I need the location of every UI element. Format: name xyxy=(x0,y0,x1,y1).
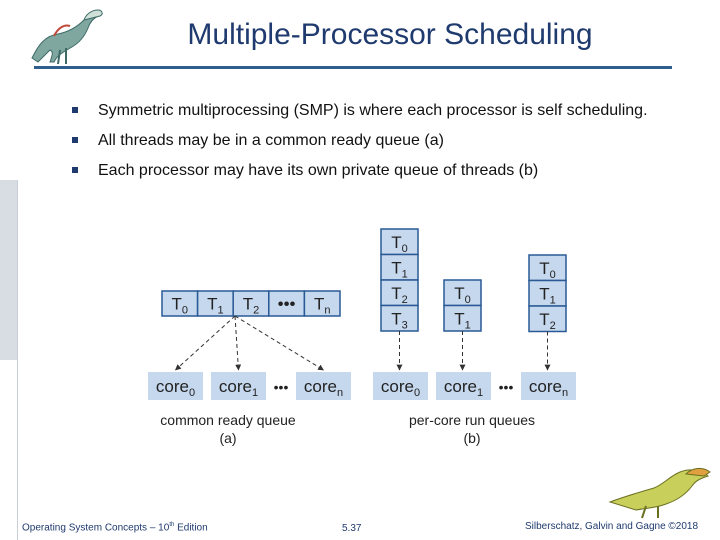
footer-course-sup: th xyxy=(169,522,175,528)
footer-course: Operating System Concepts – 10th Edition xyxy=(22,522,208,533)
run-queue-cell-label: T0 xyxy=(454,284,471,306)
dinosaur-icon xyxy=(608,467,711,519)
left-divider xyxy=(17,180,18,540)
ready-queue-cell xyxy=(268,290,306,317)
core-box-label: coren xyxy=(529,377,568,399)
dashed-arrow xyxy=(234,315,242,371)
run-queue-cell xyxy=(380,279,419,307)
core-box-label: core1 xyxy=(444,377,483,399)
square-bullet-icon xyxy=(72,107,78,113)
run-queue-cell-label: T3 xyxy=(391,309,408,331)
core-ellipsis: ••• xyxy=(274,379,289,395)
right-caption: per-core run queues xyxy=(409,412,535,428)
footer-course-suffix: Edition xyxy=(174,522,208,534)
core-box-label: core0 xyxy=(381,377,420,399)
bullet-item: Symmetric multiprocessing (SMP) is where… xyxy=(70,100,670,121)
core-box xyxy=(436,372,491,400)
core-box xyxy=(211,372,266,400)
square-bullet-icon xyxy=(72,167,78,173)
bullet-text: Symmetric multiprocessing (SMP) is where… xyxy=(98,102,648,119)
run-queue-cell xyxy=(528,279,567,307)
ready-queue-cell xyxy=(161,290,199,317)
run-queue-cell-label: T1 xyxy=(539,284,556,306)
run-queue-cell-label: T1 xyxy=(391,258,408,280)
left-subcaption: (a) xyxy=(219,430,236,446)
ready-queue-cell xyxy=(196,290,234,317)
copyright: Silberschatz, Galvin and Gagne ©2018 xyxy=(525,521,699,532)
run-queue-cell xyxy=(443,304,482,332)
ready-queue-cell xyxy=(303,290,341,317)
page-number: 5.37 xyxy=(342,523,362,534)
run-queue-cell-label: T0 xyxy=(539,259,556,281)
bullet-text: Each processor may have its own private … xyxy=(98,162,539,179)
run-queue-cell-label: T2 xyxy=(539,310,556,332)
title-underline xyxy=(34,66,672,69)
run-queue-cell-label: T1 xyxy=(454,309,471,331)
core-box-label: core1 xyxy=(219,377,258,399)
ready-queue-cell-label: T2 xyxy=(243,295,260,317)
page-title: Multiple-Processor Scheduling xyxy=(187,18,593,51)
run-queue-cell xyxy=(528,305,567,333)
dashed-arrow xyxy=(234,315,325,371)
bullet-item: Each processor may have its own private … xyxy=(70,160,670,181)
ready-queue-cell-label: ••• xyxy=(278,295,296,314)
core-box xyxy=(521,372,576,400)
ready-queue-cell-label: Tn xyxy=(314,295,331,317)
left-caption: common ready queue xyxy=(160,412,296,428)
run-queue-cell xyxy=(380,228,419,256)
core-box xyxy=(148,372,203,400)
core-ellipsis: ••• xyxy=(499,379,514,395)
right-subcaption: (b) xyxy=(463,430,480,446)
bullet-list: Symmetric multiprocessing (SMP) is where… xyxy=(70,100,670,190)
dashed-arrow xyxy=(175,315,236,371)
ready-queue-cell-label: T0 xyxy=(172,295,189,317)
core-box-label: coren xyxy=(304,377,343,399)
run-queue-cell xyxy=(380,304,419,332)
left-accent-bar xyxy=(0,180,18,360)
core-box xyxy=(373,372,428,400)
run-queue-cell xyxy=(380,253,419,281)
dinosaur-icon xyxy=(31,9,103,65)
run-queue-cell-label: T0 xyxy=(391,233,408,255)
footer-course-text: Operating System Concepts – 10 xyxy=(22,522,170,534)
core-box-label: core0 xyxy=(156,377,195,399)
square-bullet-icon xyxy=(72,137,78,143)
bullet-text: All threads may be in a common ready que… xyxy=(98,132,444,149)
left-accent-bar-lower xyxy=(0,360,18,540)
ready-queue-cell-label: T1 xyxy=(207,295,224,317)
bullet-item: All threads may be in a common ready que… xyxy=(70,130,670,151)
run-queue-cell-label: T2 xyxy=(391,284,408,306)
core-box xyxy=(296,372,351,400)
